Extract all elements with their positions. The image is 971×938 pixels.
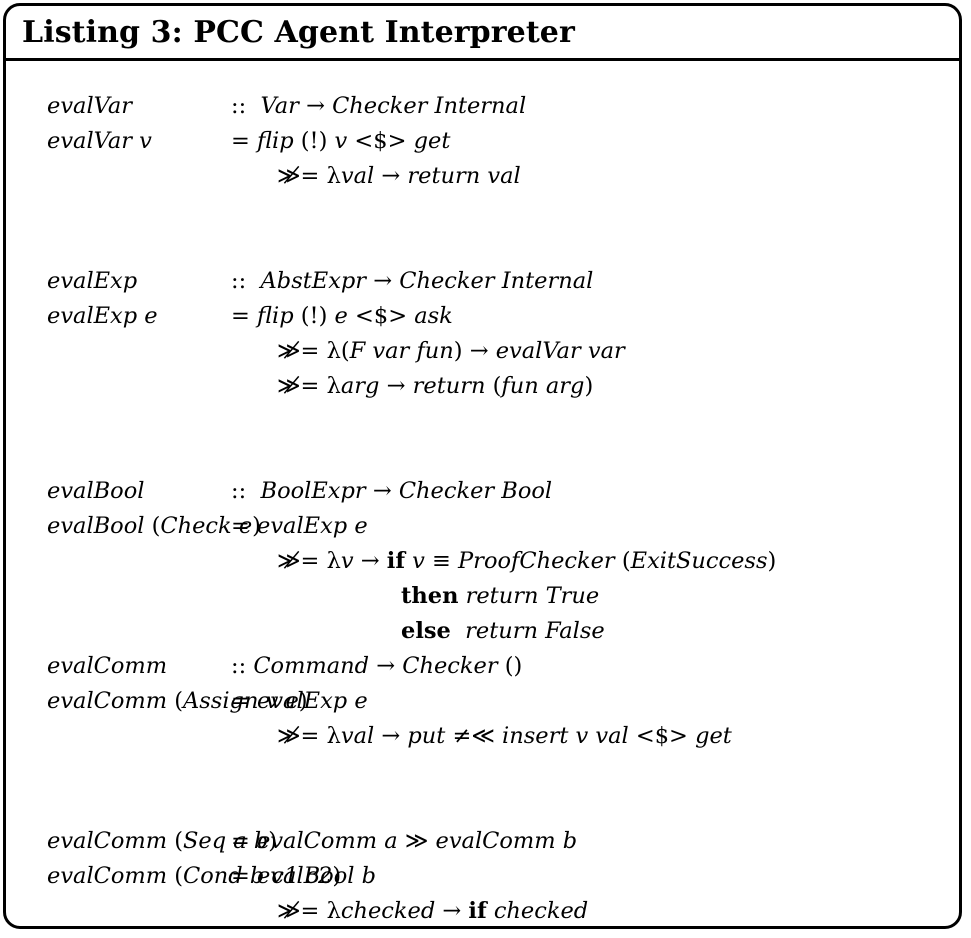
code-lhs: evalComm (Assign v e) <box>47 688 308 714</box>
code-line: evalComm :: Command → Checker () <box>6 649 959 684</box>
code-lhs: evalComm (Cond b c1 c2) <box>47 863 342 889</box>
code-rhs: :: Command → Checker () <box>231 653 523 679</box>
code-lhs: evalBool (Check e) <box>47 513 261 539</box>
code-line: else return False <box>6 614 959 649</box>
code-blank-line <box>6 404 959 439</box>
code-lhs: evalVar v <box>47 128 152 154</box>
code-line: ≫̸=λval → return val <box>6 159 959 194</box>
caption-divider <box>6 58 959 61</box>
code-line: ≫̸=λ(F var fun) → evalVar var <box>6 334 959 369</box>
code-line: evalExp ::AbstExpr → Checker Internal <box>6 264 959 299</box>
code-line: ≫̸=λchecked → if checked <box>6 894 959 924</box>
code-lhs: evalExp <box>47 268 138 294</box>
code-line: evalComm (Assign v e) = evalExp e <box>6 684 959 719</box>
code-blank-line <box>6 194 959 229</box>
code-blank-line <box>6 439 959 474</box>
code-line: ≫̸=λval → put ≠≪ insert v val <$> get <box>6 719 959 754</box>
listing-frame: Listing 3: PCC Agent Interpreter evalVar… <box>3 3 962 929</box>
code-rhs: ::Var → Checker Internal <box>231 93 527 119</box>
code-line: evalComm (Cond b c1 c2) = evalBool b <box>6 859 959 894</box>
code-lhs: evalComm <box>47 653 168 679</box>
code-rhs: ≫̸=λchecked → if checked <box>277 898 589 924</box>
code-rhs: = flip (!) e <$> ask <box>231 303 453 329</box>
listing-caption: Listing 3: PCC Agent Interpreter <box>22 14 575 50</box>
code-rhs: ≫̸=λval → put ≠≪ insert v val <$> get <box>277 723 732 749</box>
code-line: evalExp e = flip (!) e <$> ask <box>6 299 959 334</box>
code-line: evalBool ::BoolExpr → Checker Bool <box>6 474 959 509</box>
code-lhs: evalExp e <box>47 303 158 329</box>
code-lhs: evalBool <box>47 478 145 504</box>
code-line: then return True <box>6 579 959 614</box>
code-lhs: evalComm (Seq a b) <box>47 828 278 854</box>
code-lhs: evalVar <box>47 93 132 119</box>
code-blank-line <box>6 754 959 789</box>
haskell-code-block: evalVar ::Var → Checker Internal evalVar… <box>6 89 959 924</box>
code-rhs: ::AbstExpr → Checker Internal <box>231 268 594 294</box>
code-blank-line <box>6 789 959 824</box>
code-line: evalVar v = flip (!) v <$> get <box>6 124 959 159</box>
code-rhs: = evalExp e <box>231 513 368 539</box>
code-rhs: else return False <box>401 618 605 644</box>
code-line: evalBool (Check e) = evalExp e <box>6 509 959 544</box>
code-blank-line <box>6 229 959 264</box>
code-line: ≫̸=λarg → return (fun arg) <box>6 369 959 404</box>
code-rhs: = evalBool b <box>231 863 377 889</box>
code-rhs: = evalExp e <box>231 688 368 714</box>
code-rhs: ≫̸=λ(F var fun) → evalVar var <box>277 338 625 364</box>
code-line: evalVar ::Var → Checker Internal <box>6 89 959 124</box>
code-rhs: ≫̸=λarg → return (fun arg) <box>277 373 594 399</box>
code-rhs: = evalComm a ≫ evalComm b <box>231 828 578 854</box>
code-line: ≫̸=λv → if v ≡ ProofChecker (ExitSuccess… <box>6 544 959 579</box>
code-rhs: ≫̸=λv → if v ≡ ProofChecker (ExitSuccess… <box>277 548 777 574</box>
code-rhs: = flip (!) v <$> get <box>231 128 451 154</box>
code-line: evalComm (Seq a b) = evalComm a ≫ evalCo… <box>6 824 959 859</box>
code-rhs: then return True <box>401 583 600 609</box>
listing-code-body: evalVar ::Var → Checker Internal evalVar… <box>6 61 959 924</box>
code-rhs: ≫̸=λval → return val <box>277 163 521 189</box>
code-rhs: ::BoolExpr → Checker Bool <box>231 478 553 504</box>
